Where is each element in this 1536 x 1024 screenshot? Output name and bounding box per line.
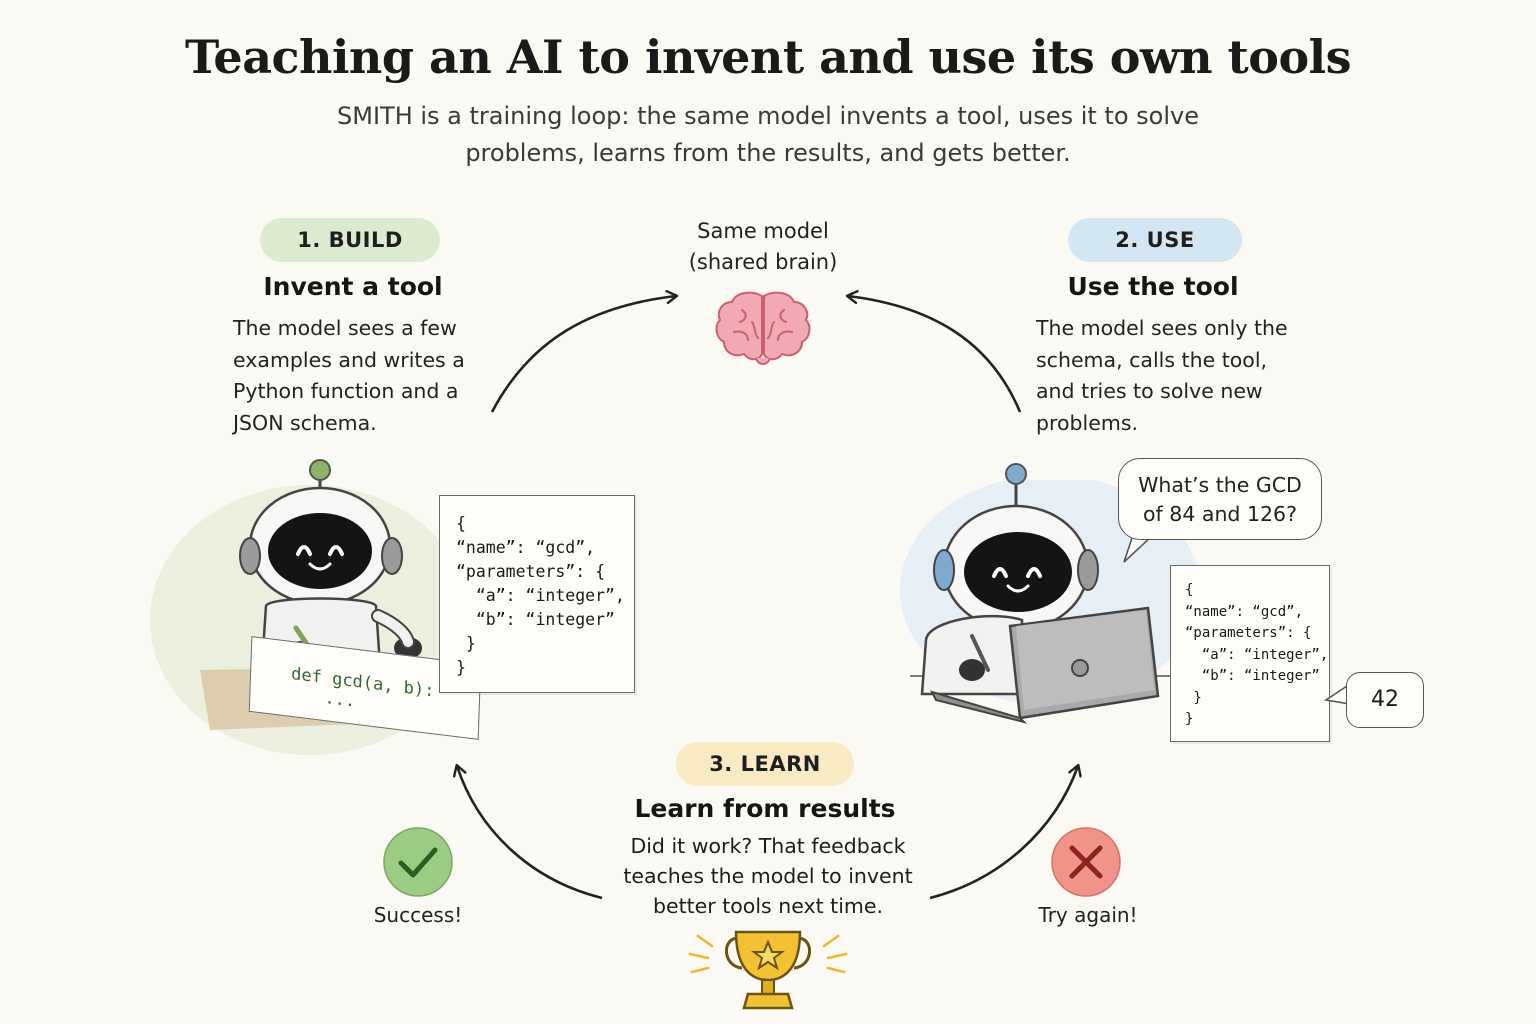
build-heading: Invent a tool xyxy=(263,272,443,301)
use-schema-code: { “name”: “gcd”, “parameters”: { “a”: “i… xyxy=(1185,582,1329,727)
learn-description: Did it work? That feedback teaches the m… xyxy=(623,834,913,918)
page-title: Teaching an AI to invent and use its own… xyxy=(184,30,1352,84)
answer-text: 42 xyxy=(1371,687,1399,712)
use-schema-card: { “name”: “gcd”, “parameters”: { “a”: “i… xyxy=(1170,565,1330,742)
use-pill: 2. USE xyxy=(1068,218,1242,262)
arrow-learn-to-build xyxy=(457,766,603,900)
answer-bubble-tail xyxy=(1323,683,1351,705)
arrow-learn-to-use xyxy=(929,766,1078,900)
use-robot xyxy=(920,463,1160,724)
center-label-line2: (shared brain) xyxy=(688,250,838,274)
learn-heading: Learn from results xyxy=(634,794,896,823)
build-pill: 1. BUILD xyxy=(260,218,440,262)
arrow-use-to-brain xyxy=(848,296,1022,413)
learn-pill: 3. LEARN xyxy=(676,742,854,786)
question-bubble: What’s the GCD of 84 and 126? xyxy=(1118,458,1322,540)
center-label: Same model (shared brain) xyxy=(640,216,886,278)
center-label-line1: Same model xyxy=(697,219,829,243)
answer-bubble: 42 xyxy=(1346,672,1424,728)
check-icon xyxy=(383,827,453,897)
paper-code-line1: def gcd(a, b): xyxy=(290,664,435,702)
page-subtitle: SMITH is a training loop: the same model… xyxy=(337,102,1199,167)
retry-label: Try again! xyxy=(1038,903,1138,927)
trophy-icon xyxy=(688,930,848,1010)
build-schema-code: { “name”: “gcd”, “parameters”: { “a”: “i… xyxy=(456,514,625,677)
paper-code-line2: ... xyxy=(324,688,356,712)
use-description: The model sees only the schema, calls th… xyxy=(1036,316,1288,435)
build-schema-card: { “name”: “gcd”, “parameters”: { “a”: “i… xyxy=(439,495,635,693)
build-description: The model sees a few examples and writes… xyxy=(233,316,465,435)
brain-icon xyxy=(715,291,811,365)
question-text: What’s the GCD of 84 and 126? xyxy=(1138,473,1302,526)
success-label: Success! xyxy=(373,903,463,927)
use-heading: Use the tool xyxy=(1067,272,1239,301)
arrow-build-to-brain xyxy=(490,296,676,413)
cross-icon xyxy=(1051,827,1121,897)
